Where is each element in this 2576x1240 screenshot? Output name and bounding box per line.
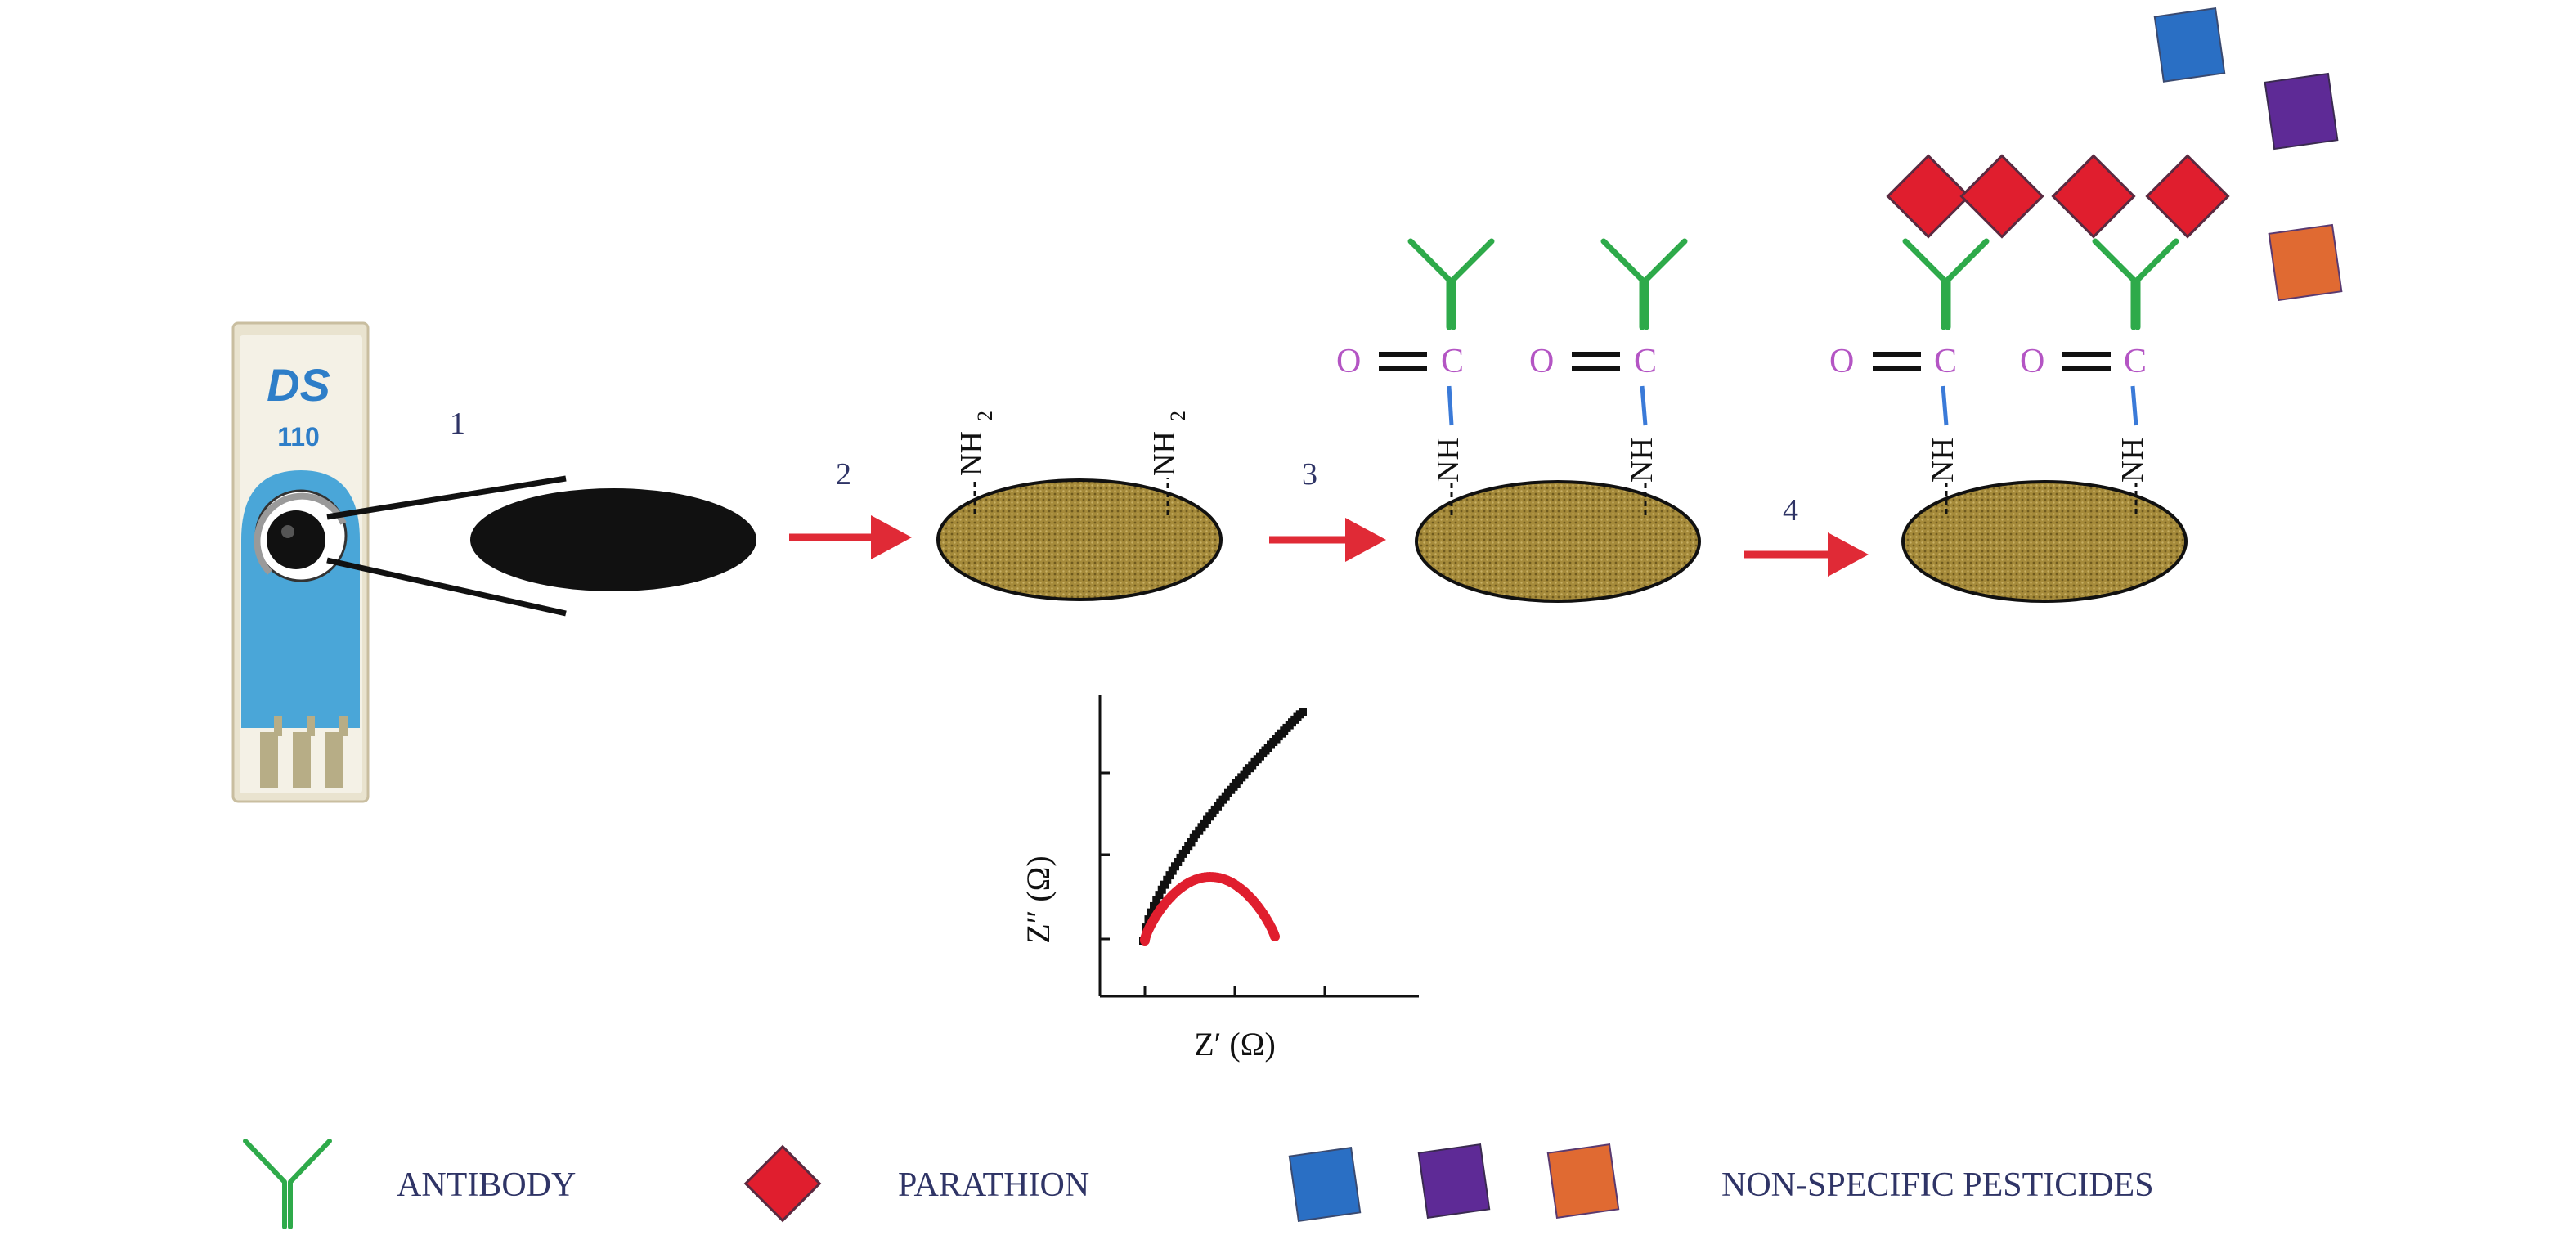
electrode-contact-1 <box>260 732 278 788</box>
legend-nonspecific-label: NON-SPECIFIC PESTICIDES <box>1721 1166 2154 1204</box>
carbon-label: C <box>1934 343 1957 380</box>
zoom-line-top <box>326 475 567 520</box>
arrow-step-3 <box>1269 518 1386 562</box>
antibody-icon <box>1604 241 1685 327</box>
legend-parathion-label: PARATHION <box>898 1166 1089 1204</box>
electrode-model: 110 <box>277 422 320 452</box>
oxygen-label: O <box>1336 343 1361 380</box>
impedance-point-after <box>1299 708 1307 716</box>
antibody-icon <box>2095 241 2176 327</box>
antibody-icon <box>1905 241 1986 327</box>
amide-linkage-right: NH C O <box>1529 241 1685 515</box>
arrow-step-4 <box>1744 532 1869 577</box>
oxygen-label: O <box>1829 343 1854 380</box>
parathion-diamond-icon <box>2052 155 2135 238</box>
carbon-label: C <box>1441 343 1464 380</box>
legend-antibody-icon <box>243 1139 332 1229</box>
legend-antibody-label: ANTIBODY <box>397 1166 576 1204</box>
impedance-point-after <box>1168 866 1177 875</box>
nanoparticle-antibody <box>1415 480 1701 603</box>
impedance-point-after <box>1176 853 1185 862</box>
amide-nh-label: NH <box>2116 438 2150 483</box>
electrode-contact-3 <box>325 732 343 788</box>
impedance-curve-after <box>1139 708 1307 945</box>
captured-conjugate-left: NH C O <box>1829 241 1986 514</box>
amide-linkage-left: NH C O <box>1336 241 1492 515</box>
impedance-point-after <box>1171 862 1179 871</box>
impedance-curve-before <box>1140 872 1281 946</box>
nonspecific-orange-square-icon <box>2268 223 2343 302</box>
antibody-icon <box>1411 241 1492 327</box>
step-label-1: 1 <box>450 407 465 441</box>
nonspecific-blue-square-icon <box>2153 7 2226 83</box>
amide-nh-label: NH <box>1926 438 1960 483</box>
nonspecific-purple-square-icon <box>2264 72 2339 151</box>
step-label-2: 2 <box>836 457 851 492</box>
impedance-point-before <box>1270 932 1281 942</box>
parathion-diamond-icon <box>2146 155 2229 238</box>
arrow-step-2 <box>789 515 912 559</box>
plot-ylabel: Z″ (Ω) <box>1020 856 1057 943</box>
impedance-point-after <box>1157 885 1166 894</box>
amine-subscript: 2 <box>973 411 997 421</box>
legend-parathion-icon <box>743 1144 822 1223</box>
parathion-diamond-icon <box>1887 155 1970 238</box>
impedance-point-after <box>1150 901 1158 910</box>
electrode-brand: DS <box>267 359 330 411</box>
amine-group-left: NH 2 <box>954 411 997 514</box>
parathion-diamond-icon <box>1960 155 2044 238</box>
nyquist-plot: Z″ (Ω) Z′ (Ω) <box>1020 695 1419 1063</box>
step-label-3: 3 <box>1302 457 1317 492</box>
amine-label: NH <box>954 431 989 476</box>
oxygen-label: O <box>1529 343 1554 380</box>
amine-subscript: 2 <box>1166 411 1190 421</box>
impedance-point-after <box>1155 891 1164 900</box>
impedance-point-after <box>1163 875 1172 884</box>
legend: ANTIBODY PARATHION NON-SPECIFIC PESTICID… <box>243 1139 2154 1229</box>
impedance-point-after <box>1160 880 1169 889</box>
amine-label: NH <box>1147 431 1182 476</box>
step-label-4: 4 <box>1783 493 1798 528</box>
legend-purple-square-icon <box>1417 1143 1491 1220</box>
legend-blue-square-icon <box>1288 1146 1362 1223</box>
impedance-point-after <box>1147 908 1156 917</box>
impedance-point-after <box>1152 896 1161 905</box>
impedance-point-after <box>1165 871 1174 880</box>
nanoparticle-captured <box>1901 480 2188 603</box>
zoom-line-bottom <box>326 557 567 617</box>
carbon-label: C <box>2124 343 2147 380</box>
amide-nh-label: NH <box>1625 438 1659 483</box>
plot-xlabel: Z′ (Ω) <box>1194 1026 1276 1063</box>
legend-orange-square-icon <box>1546 1143 1620 1220</box>
bare-electrode-surface <box>470 488 756 591</box>
electrode-contact-2 <box>293 732 311 788</box>
impedance-point-after <box>1174 858 1183 867</box>
amide-nh-label: NH <box>1431 438 1465 483</box>
captured-conjugate-right: NH C O <box>2020 241 2176 514</box>
oxygen-label: O <box>2020 343 2044 380</box>
screen-printed-electrode: DS 110 <box>231 321 370 803</box>
carbon-label: C <box>1634 343 1657 380</box>
amine-group-right: NH 2 <box>1147 411 1190 515</box>
nanoparticle-amine <box>936 478 1223 601</box>
